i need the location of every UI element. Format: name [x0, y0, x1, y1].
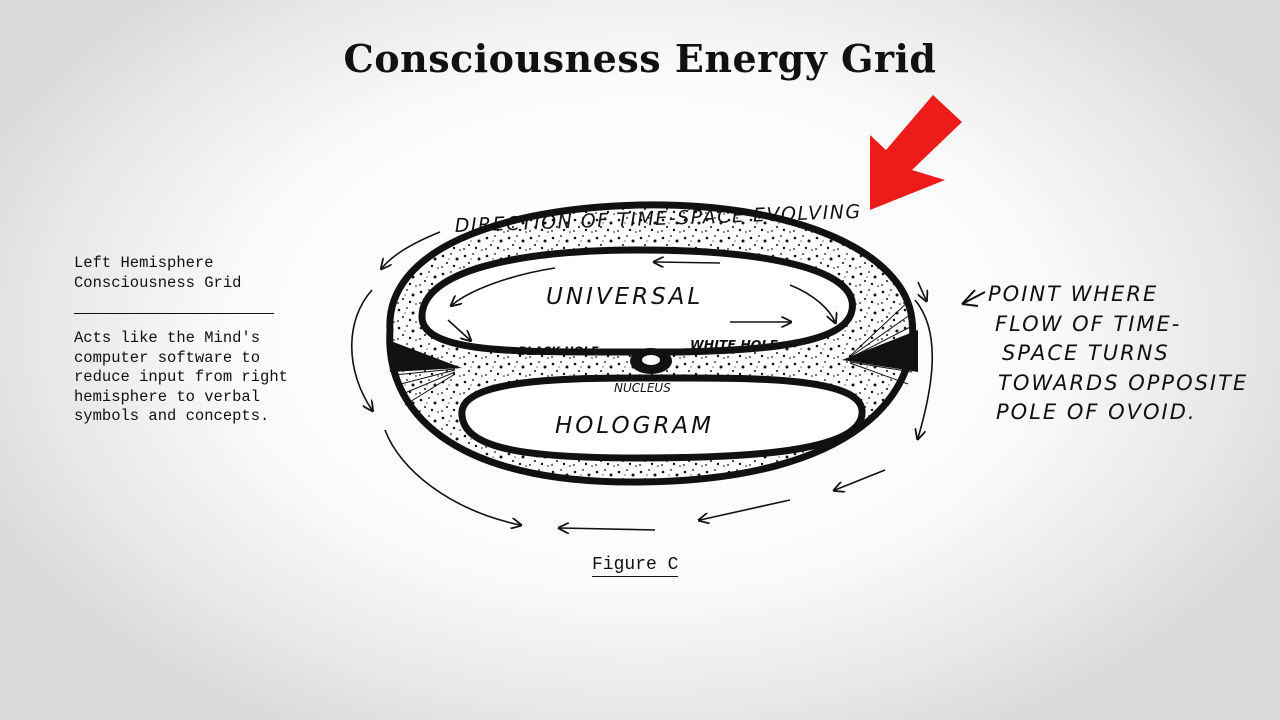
right-pole-wedge — [842, 330, 918, 372]
outer-flow-arrows — [350, 231, 934, 530]
right-note-line-4: TOWARDS OPPOSITE — [998, 371, 1248, 395]
side-caption-heading: Left Hemisphere Consciousness Grid — [74, 254, 242, 292]
right-note-line-2: FLOW OF TIME- — [995, 312, 1181, 336]
inner-flow-arrows — [447, 262, 835, 340]
left-pole-wedge — [388, 340, 462, 372]
universal-label: UNIVERSAL — [546, 284, 703, 310]
hologram-label: HOLOGRAM — [555, 413, 714, 439]
right-note-line-3: SPACE TURNS — [1002, 341, 1170, 365]
page-title: Consciousness Energy Grid — [343, 36, 937, 81]
right-note-line-1: POINT WHERE — [988, 282, 1158, 306]
black-hole-label: BLACK HOLE — [518, 344, 599, 358]
right-note-pointer — [961, 289, 986, 307]
red-arrow-icon — [870, 95, 962, 210]
white-hole-label: WHITE HOLE — [690, 337, 778, 352]
nucleus-core — [642, 355, 660, 365]
upper-lobe — [418, 246, 856, 356]
figure-caption: Figure C — [592, 555, 679, 577]
side-caption: Left Hemisphere Consciousness Grid Acts … — [74, 254, 344, 427]
lower-lobe — [458, 374, 866, 462]
side-caption-body: Acts like the Mind's computer software t… — [74, 329, 288, 425]
right-note-line-5: POLE OF OVOID. — [996, 400, 1197, 424]
side-caption-divider — [74, 313, 274, 314]
nucleus-label: NUCLEUS — [614, 381, 671, 395]
right-note: POINT WHERE FLOW OF TIME- SPACE TURNS TO… — [988, 282, 1248, 424]
